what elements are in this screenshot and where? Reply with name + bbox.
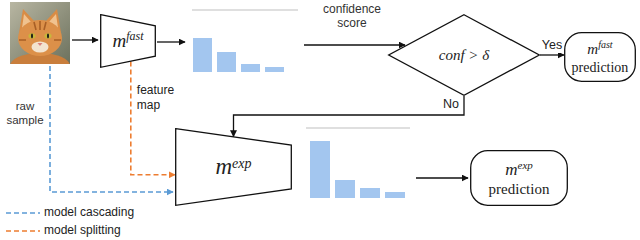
probability-chart [306,128,410,198]
text-line: mexp [215,154,251,179]
legend-text: model cascading [44,205,134,219]
text-line: mfast [112,30,143,51]
chart-bar [310,141,330,198]
node-text: conf > δ [439,46,489,64]
prediction-box: mexpprediction [470,150,568,206]
cat-eye [28,33,35,39]
flow-arrow [416,177,468,178]
trapezoid-outline [176,129,292,206]
node-label: m [505,160,517,179]
chart-bar [193,38,212,72]
node-label: exp [232,156,251,171]
chart-max-line [192,9,298,11]
chart-bar [360,188,380,198]
node-label: fast [598,39,612,50]
chart-bar [217,52,236,72]
cat-nose [38,43,43,46]
edge-label: No [442,97,460,112]
probability-chart [192,10,298,72]
text-line: prediction [489,180,550,198]
annotation-label: raw sample [4,100,46,128]
node-label: m [215,154,232,179]
edge-label: feature map [136,83,184,112]
node-label: fast [126,29,143,43]
node-label: prediction [572,60,629,75]
prediction-box: mfast prediction [564,32,636,82]
flow-arrow [304,44,405,45]
diamond-outline [389,15,540,96]
flow-connector [234,96,465,137]
cat-eye [44,33,51,39]
photo-background [10,2,70,64]
node-text: mexp [215,154,251,179]
cat-head [18,20,62,56]
cat-pupil [47,34,49,39]
annotation-label: confidence score [316,2,388,31]
cat-pupil [31,34,33,39]
text-line: prediction [572,58,629,76]
chart-max-line [306,127,410,129]
chart-bar [385,192,405,198]
decision-diamond: conf > δ [388,14,540,96]
node-label: m [112,30,126,51]
cat-photo [10,2,70,64]
flow-arrow [72,39,98,40]
legend-row: model cascading [44,205,134,219]
edge-label: Yes [541,38,563,53]
rounded-outline [565,33,636,82]
legend-sample-line [6,212,40,214]
node-text: mfast prediction [572,39,629,76]
legend-row: model splitting [44,223,121,237]
node-label: exp [518,159,533,171]
chart-bar [241,64,260,72]
chart-bar [335,180,355,198]
flow-connector [131,62,175,175]
node-label: conf > δ [439,47,489,63]
rounded-outline [471,151,568,206]
legend-sample-line [6,230,40,232]
trapezoid-outline [101,15,156,68]
node-outline [470,150,568,206]
node-label: m [587,41,598,57]
model-trapezoid: mfast [100,14,156,68]
cat-muzzle [32,42,49,53]
text-line: mexp [489,159,550,180]
cat-stripes [19,21,61,40]
node-label: prediction [489,181,550,197]
chart-bar [265,67,284,72]
model-trapezoid: mexp [175,128,292,206]
legend-text: model splitting [44,223,121,237]
node-text: mfast [112,30,143,51]
flow-connector [540,54,564,55]
text-line: mfast [572,39,629,58]
node-text: mexpprediction [489,159,550,198]
flow-arrow [157,41,185,42]
